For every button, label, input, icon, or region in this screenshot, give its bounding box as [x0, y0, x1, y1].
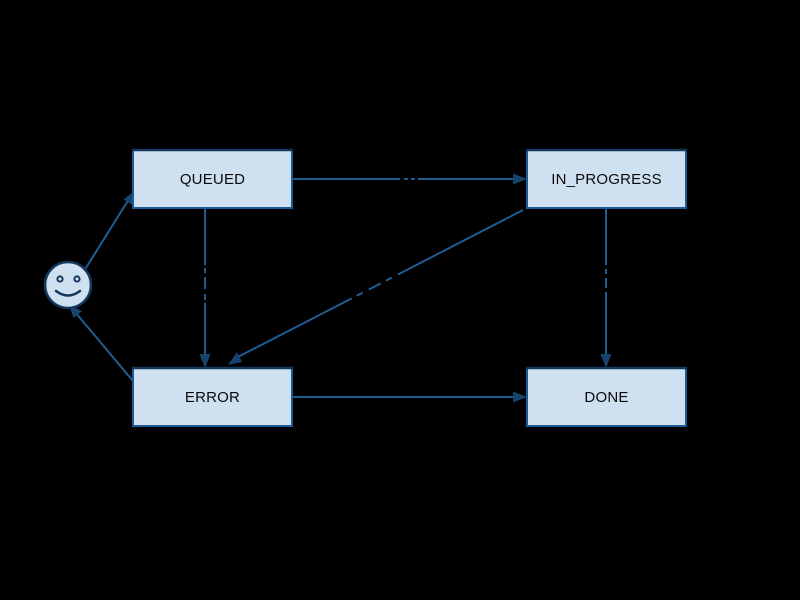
edge-in-progress-to-done[interactable] [600, 208, 612, 368]
node-queued[interactable]: QUEUED [132, 148, 293, 209]
node-error[interactable]: ERROR [132, 366, 293, 427]
smiley-left-eye-icon [56, 275, 64, 283]
node-in-progress-label: IN_PROGRESS [551, 171, 662, 188]
edge-in-progress-to-error[interactable] [228, 209, 524, 365]
edge-error-to-start[interactable] [69, 305, 134, 382]
node-error-label: ERROR [185, 389, 240, 406]
smiley-mouth-icon [54, 289, 82, 297]
edge-queued-to-error[interactable] [199, 208, 211, 368]
edge-start-to-queued[interactable] [83, 192, 135, 272]
edge-queued-to-in-progress[interactable] [292, 173, 527, 185]
edge-error-to-done[interactable] [292, 391, 527, 403]
smiley-right-eye-icon [73, 275, 81, 283]
node-done-label: DONE [584, 389, 628, 406]
node-done[interactable]: DONE [526, 366, 687, 427]
node-queued-label: QUEUED [180, 171, 245, 188]
node-start-smiley[interactable] [43, 260, 93, 310]
node-in-progress[interactable]: IN_PROGRESS [526, 148, 687, 209]
